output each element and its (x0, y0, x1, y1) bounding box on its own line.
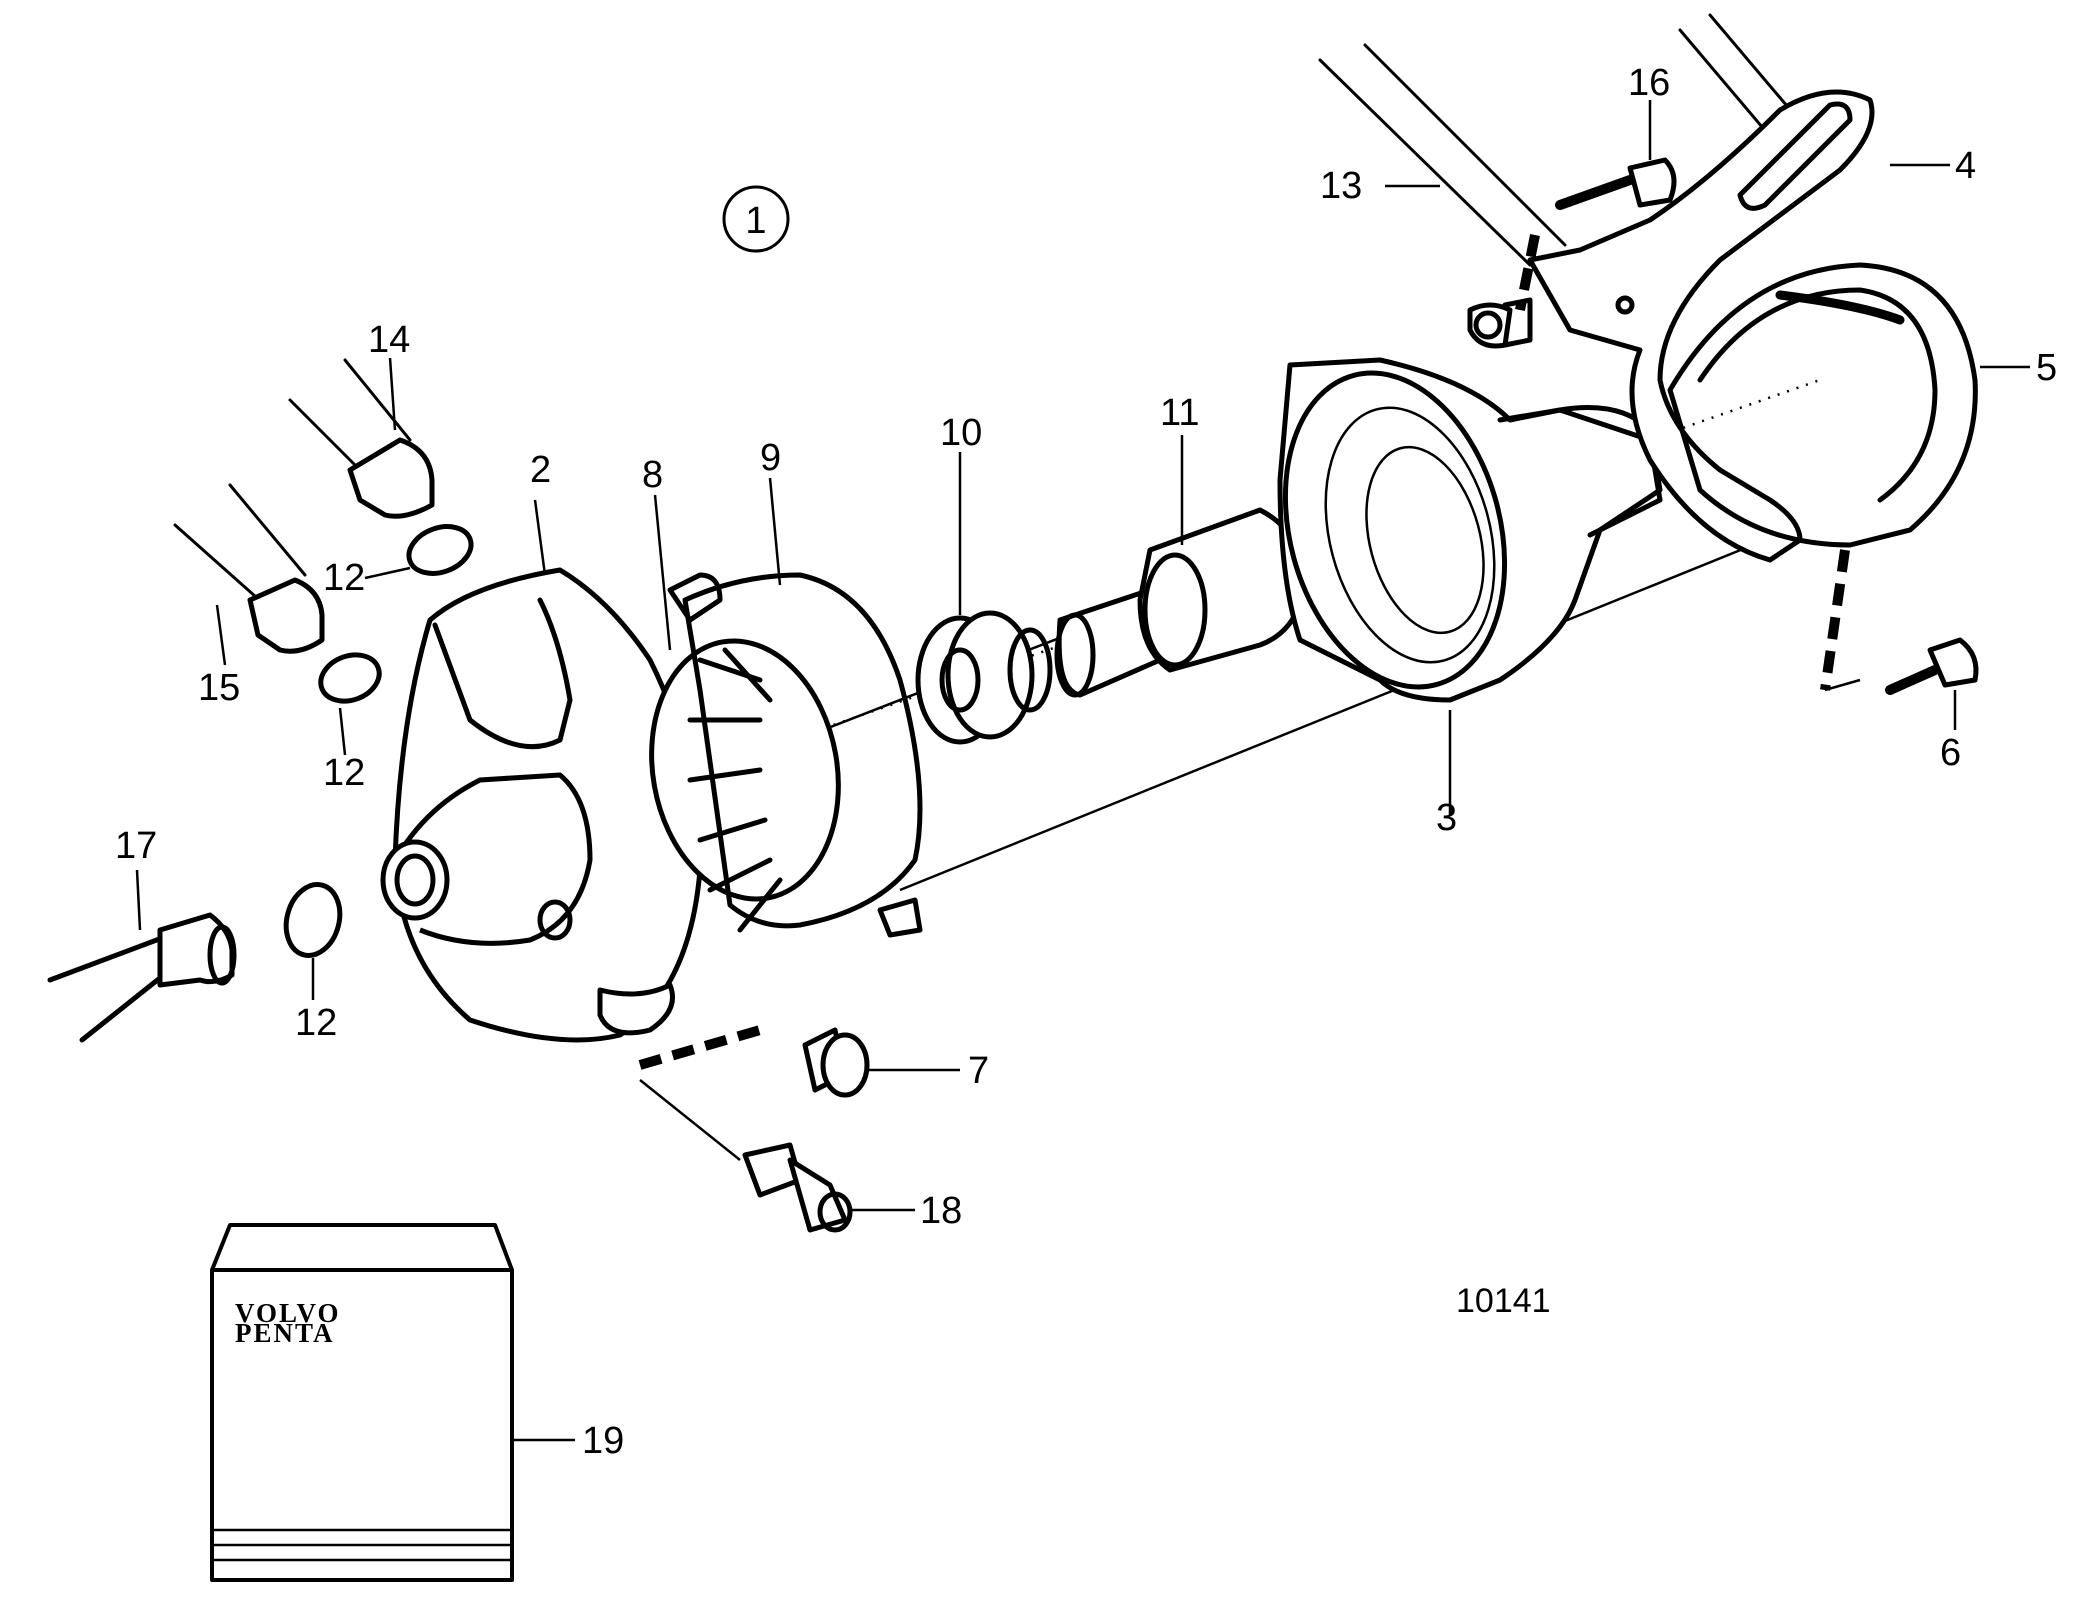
callout-13: 13 (1320, 165, 1362, 207)
callout-5: 5 (2036, 347, 2057, 389)
callout-12-middle: 12 (323, 752, 365, 794)
part-14-pipe (288, 358, 435, 519)
part-4-bracket (1527, 89, 1875, 563)
callout-10: 10 (940, 412, 982, 454)
group-marker: 1 (722, 185, 790, 253)
part-16-bolt (1555, 157, 1677, 210)
part-2-pump-housing (380, 567, 703, 1043)
drawing-number: 10141 (1456, 1282, 1551, 1320)
callout-12-upper: 12 (323, 557, 365, 599)
part-17-pipe (47, 912, 237, 1043)
callout-12-lower: 12 (295, 1002, 337, 1044)
callout-7: 7 (968, 1050, 989, 1092)
part-7-plug (802, 1027, 870, 1098)
part-18-sensor (742, 1142, 853, 1233)
callout-15: 15 (198, 667, 240, 709)
callout-9: 9 (760, 437, 781, 479)
callout-14: 14 (368, 319, 410, 361)
callout-17: 17 (115, 825, 157, 867)
group-marker-label: 1 (745, 200, 766, 242)
logo-line-volvo: VOLVO (235, 1298, 340, 1328)
callout-4: 4 (1955, 145, 1976, 187)
part-8-impeller (649, 638, 841, 933)
part-12-o-ring-middle (318, 652, 382, 704)
callout-6: 6 (1940, 732, 1961, 774)
callout-3: 3 (1436, 797, 1457, 839)
part-19-manual: VOLVO PENTA (210, 1223, 514, 1582)
leader-lines (135, 100, 2030, 1442)
dashed-alignment-lines (638, 234, 1861, 1161)
callout-18: 18 (920, 1190, 962, 1232)
callout-16: 16 (1628, 62, 1670, 104)
part-11-shaft-bearing (1054, 507, 1378, 698)
callout-11: 11 (1160, 392, 1199, 434)
part-15-pipe (173, 483, 325, 654)
callout-19: 19 (582, 1420, 624, 1462)
part-9-gasket (667, 572, 923, 938)
callout-8: 8 (642, 454, 663, 496)
part-3-bearing-housing (1277, 357, 1663, 703)
part-6-bolt (1885, 637, 1979, 695)
callout-labels: 2 3 4 5 6 7 8 9 10 11 12 12 12 13 14 15 … (115, 62, 2057, 1462)
part-10-seal (915, 610, 1053, 745)
part-5-pulley (1667, 262, 1978, 548)
part-12-o-ring-lower (283, 882, 343, 958)
part-12-o-ring-upper (406, 524, 474, 576)
callout-2: 2 (530, 449, 551, 491)
logo-line-penta: PENTA (235, 1318, 335, 1348)
